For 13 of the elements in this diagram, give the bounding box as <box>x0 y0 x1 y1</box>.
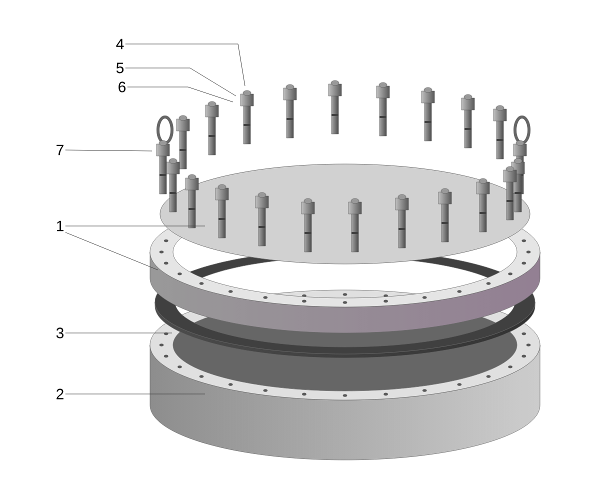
leader-line <box>65 232 158 270</box>
leader-line <box>125 68 236 96</box>
callout-number: 1 <box>56 220 64 232</box>
leader-line <box>65 332 172 334</box>
callout-number: 4 <box>116 38 124 50</box>
callout-number: 3 <box>56 328 64 338</box>
callout-number: 6 <box>118 82 126 92</box>
leader-line <box>127 86 234 102</box>
callout-number: 2 <box>56 388 64 400</box>
callout-number: 5 <box>116 62 124 74</box>
leader-line <box>65 150 152 152</box>
leader-line <box>125 44 246 86</box>
callout-number: 7 <box>56 144 64 156</box>
